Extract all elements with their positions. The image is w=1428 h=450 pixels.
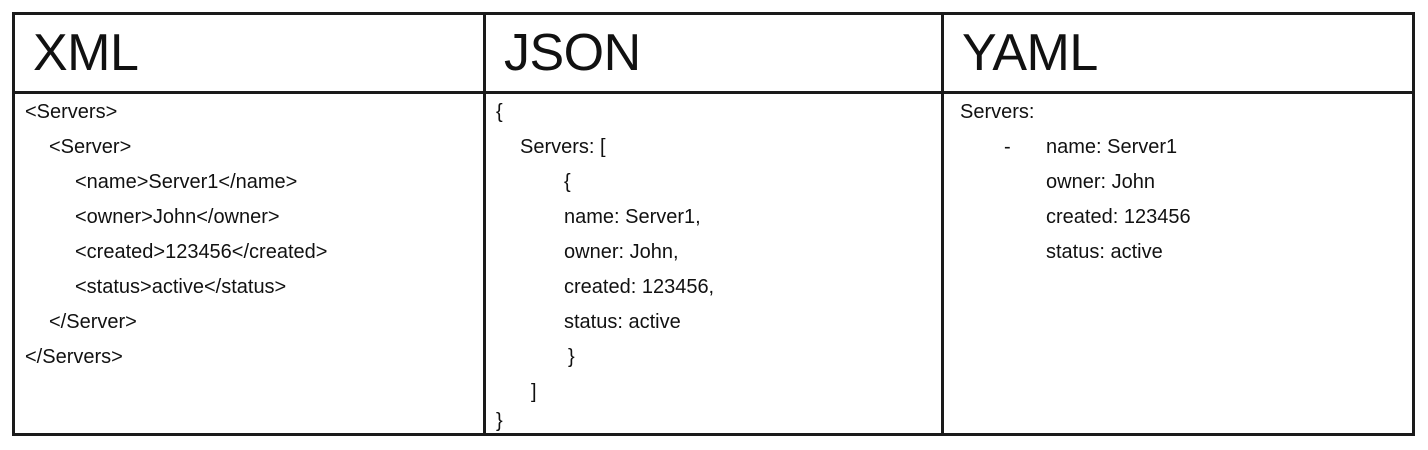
json-example-cell: { Servers: [ { name: Server1, owner: Joh… <box>483 91 944 436</box>
xml-line: <name>Server1</name> <box>75 171 298 193</box>
xml-line: <owner>John</owner> <box>75 206 280 228</box>
json-line: { <box>564 171 571 193</box>
yaml-example-cell: Servers: - name: Server1 owner: John cre… <box>941 91 1415 436</box>
json-header: JSON <box>483 12 944 94</box>
xml-line: <Server> <box>49 136 132 158</box>
xml-line: <Servers> <box>25 101 118 123</box>
json-line: } <box>568 346 575 368</box>
json-line: created: 123456, <box>564 276 715 298</box>
header-row: XML JSON YAML <box>12 12 1415 94</box>
example-row: <Servers> <Server> <name>Server1</name> … <box>12 91 1415 436</box>
yaml-line: name: Server1 <box>1046 136 1178 158</box>
json-code-block: { Servers: [ { name: Server1, owner: Joh… <box>486 94 941 433</box>
yaml-line: status: active <box>1046 241 1163 263</box>
xml-header: XML <box>12 12 486 94</box>
yaml-line: created: 123456 <box>1046 206 1191 228</box>
xml-line: </Server> <box>49 311 137 333</box>
yaml-code-block: Servers: - name: Server1 owner: John cre… <box>944 94 1412 433</box>
json-line: name: Server1, <box>564 206 701 228</box>
json-line: { <box>496 101 503 123</box>
yaml-header: YAML <box>941 12 1415 94</box>
format-comparison-table: XML JSON YAML <Servers> <Server> <name>S… <box>12 12 1415 436</box>
json-line: owner: John, <box>564 241 679 263</box>
yaml-line: owner: John <box>1046 171 1155 193</box>
json-line: } <box>496 410 503 432</box>
json-line: ] <box>531 381 537 403</box>
yaml-list-dash: - <box>1004 136 1011 158</box>
xml-code-block: <Servers> <Server> <name>Server1</name> … <box>15 94 483 433</box>
xml-line: </Servers> <box>25 346 123 368</box>
json-line: Servers: [ <box>520 136 606 158</box>
json-line: status: active <box>564 311 681 333</box>
xml-line: <created>123456</created> <box>75 241 328 263</box>
xml-line: <status>active</status> <box>75 276 287 298</box>
yaml-line: Servers: <box>960 101 1035 123</box>
xml-example-cell: <Servers> <Server> <name>Server1</name> … <box>12 91 486 436</box>
